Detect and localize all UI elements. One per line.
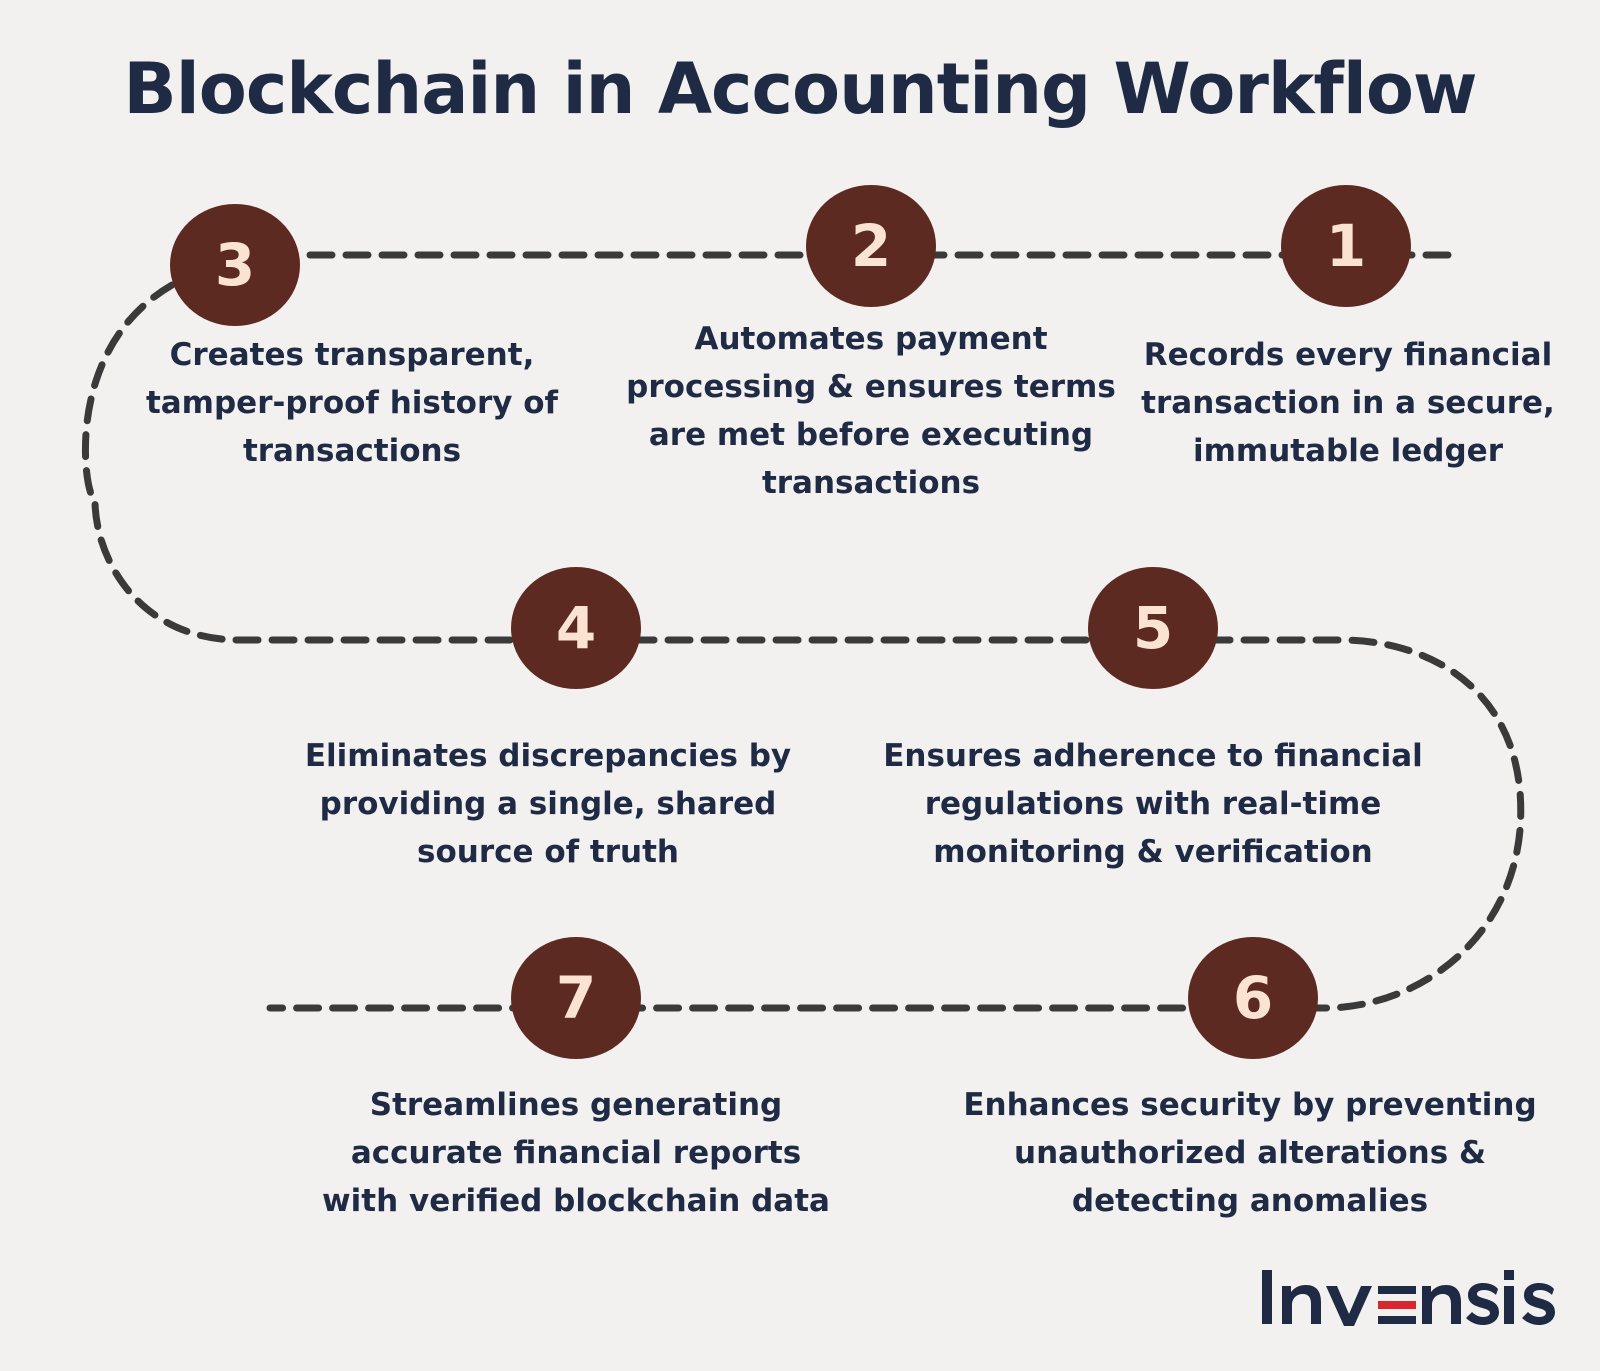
step-2-line-4: transactions — [761, 465, 981, 501]
invensis-logo — [1262, 1270, 1555, 1326]
step-7-line-2: accurate financial reports — [350, 1135, 802, 1171]
step-7-line-1: Streamlines generating — [369, 1087, 783, 1123]
step-3-circle: 3 — [170, 204, 300, 326]
step-6-line-2: unauthorized alterations & — [1014, 1135, 1486, 1171]
step-1-circle: 1 — [1281, 185, 1411, 307]
step-7-circle: 7 — [511, 937, 641, 1059]
step-1-number: 1 — [1325, 212, 1367, 280]
step-3-line-2: tamper-proof history of — [145, 385, 559, 421]
step-7-description: Streamlines generating accurate financia… — [306, 1081, 846, 1225]
step-2-line-2: processing & ensures terms — [626, 369, 1116, 405]
step-7-number: 7 — [555, 964, 597, 1032]
step-4-line-1: Eliminates discrepancies by — [304, 738, 792, 774]
step-4-number: 4 — [555, 594, 597, 662]
step-7-line-3: with verified blockchain data — [322, 1183, 830, 1219]
step-3-number: 3 — [214, 231, 256, 299]
step-5-description: Ensures adherence to financial regulatio… — [858, 732, 1448, 876]
dashed-path-left-curve — [81, 281, 1525, 1012]
step-4-circle: 4 — [511, 567, 641, 689]
step-5-line-1: Ensures adherence to financial — [883, 738, 1423, 774]
step-4-description: Eliminates discrepancies by providing a … — [293, 732, 803, 876]
step-5-line-2: regulations with real-time — [924, 786, 1382, 822]
step-4-line-2: providing a single, shared — [319, 786, 777, 822]
step-2-line-1: Automates payment — [694, 321, 1048, 357]
step-3-description: Creates transparent, tamper-proof histor… — [137, 331, 567, 475]
step-6-line-1: Enhances security by preventing — [963, 1087, 1537, 1123]
step-5-circle: 5 — [1088, 567, 1218, 689]
step-2-description: Automates payment processing & ensures t… — [621, 315, 1121, 507]
page-title: Blockchain in Accounting Workflow — [123, 48, 1477, 130]
step-3-line-1: Creates transparent, — [169, 337, 535, 373]
step-1-line-1: Records every financial — [1143, 337, 1553, 373]
step-2-line-3: are met before executing — [648, 417, 1094, 453]
step-1-line-2: transaction in a secure, — [1141, 385, 1555, 421]
step-6-description: Enhances security by preventing unauthor… — [950, 1081, 1550, 1225]
step-1-line-3: immutable ledger — [1192, 433, 1503, 469]
step-3-line-3: transactions — [242, 433, 462, 469]
step-5-number: 5 — [1132, 594, 1174, 662]
step-6-circle: 6 — [1188, 937, 1318, 1059]
step-2-number: 2 — [850, 212, 892, 280]
step-5-line-3: monitoring & verification — [933, 834, 1373, 870]
step-2-circle: 2 — [806, 185, 936, 307]
step-4-line-3: source of truth — [417, 834, 679, 870]
step-6-number: 6 — [1232, 964, 1274, 1032]
step-1-description: Records every financial transaction in a… — [1133, 331, 1563, 475]
step-6-line-3: detecting anomalies — [1071, 1183, 1429, 1219]
